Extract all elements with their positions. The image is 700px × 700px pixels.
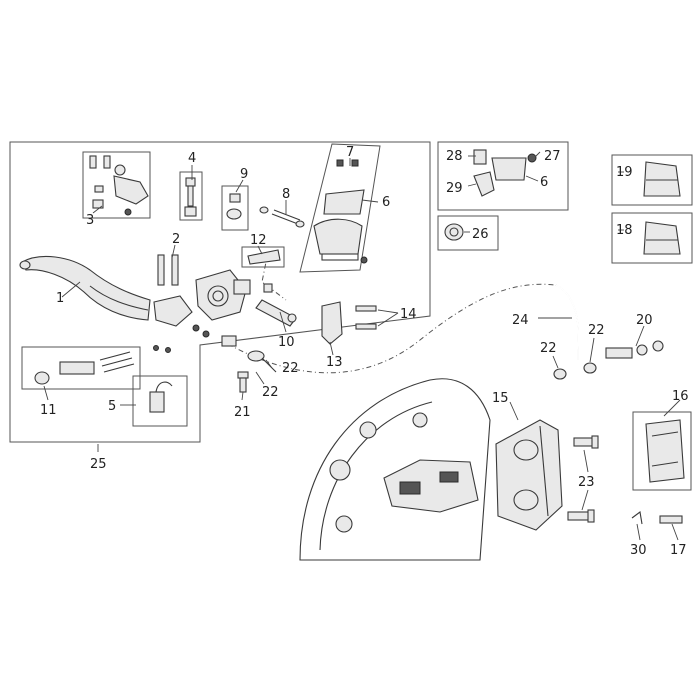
part-box-19: [611, 154, 693, 206]
callout-18: 18: [616, 223, 633, 238]
bushing-26: [444, 223, 464, 241]
lever-to-pivot-routing: [261, 251, 287, 301]
leader-lines: [43, 151, 681, 541]
brake-pads-16: [645, 419, 685, 483]
reservoir-kit-box: [437, 141, 569, 211]
seal-kit-9: [226, 193, 242, 220]
sub-box-11: [21, 346, 141, 390]
pivot-lever-10: [255, 283, 297, 327]
callout-30: 30: [630, 543, 647, 558]
callout-9: 9: [240, 167, 248, 182]
reservoir-kit-parts: [473, 149, 537, 197]
brake-hose-routing: [227, 283, 556, 374]
callout-4: 4: [188, 151, 196, 166]
callout-21: 21: [234, 405, 251, 420]
callout-20: 20: [636, 313, 653, 328]
bracket-18: [643, 221, 681, 255]
callout-23: 23: [578, 475, 595, 490]
callout-3: 3: [86, 213, 94, 228]
caliper-bolts-23: [567, 435, 599, 523]
callout-13: 13: [326, 355, 343, 370]
reservoir-6: [313, 159, 368, 264]
callout-25: 25: [90, 457, 107, 472]
switch-13: [321, 301, 343, 345]
assembly-25-outline: [9, 141, 431, 443]
sub-box-4: [179, 171, 203, 221]
sub-box-12: [241, 246, 285, 268]
callout-14: 14: [400, 307, 417, 322]
callout-15: 15: [492, 391, 509, 406]
piston-set-11: [34, 351, 135, 385]
callout-22-upper: 22: [282, 361, 299, 376]
brake-lever: [19, 255, 151, 321]
fitting-20: [605, 340, 664, 359]
callout-27: 27: [544, 149, 561, 164]
callout-8: 8: [282, 187, 290, 202]
brake-caliper-15: [495, 419, 563, 531]
part-box-18: [611, 212, 693, 264]
sub-box-5: [132, 375, 188, 427]
brake-hose-24: [555, 284, 579, 360]
screw-set-3: [89, 155, 149, 216]
washers-22-right: [553, 362, 597, 380]
callout-22-hose-right: 22: [588, 323, 605, 338]
spring-8: [259, 206, 305, 228]
brake-pads-box: [632, 411, 692, 491]
callout-5: 5: [108, 399, 116, 414]
callout-29: 29: [446, 181, 463, 196]
pad-clip-30: [631, 511, 643, 525]
bolt-4: [184, 177, 197, 217]
brake-disc: [299, 378, 491, 561]
bracket-19: [643, 161, 681, 197]
brake-switch-5: [149, 381, 173, 413]
caliper-bracket: [383, 459, 479, 513]
callout-6-reservoir: 6: [382, 195, 390, 210]
callout-22-lower: 22: [262, 385, 279, 400]
callout-1: 1: [56, 291, 64, 306]
master-cylinder-body: [153, 269, 251, 353]
callout-7: 7: [346, 145, 354, 160]
callout-10: 10: [278, 335, 295, 350]
banjo-bolt-21: [237, 371, 249, 393]
pad-pin-17: [659, 515, 683, 524]
callout-19: 19: [616, 165, 633, 180]
screws-2: [157, 254, 179, 286]
callout-12: 12: [250, 233, 267, 248]
screws-14: [355, 305, 377, 330]
callout-26: 26: [472, 227, 489, 242]
callout-22-hose-left: 22: [540, 341, 557, 356]
sub-box-3: [82, 151, 151, 219]
bushing-26-box: [437, 215, 499, 251]
callout-11: 11: [40, 403, 57, 418]
brake-hose-24-inner: [555, 284, 580, 360]
adjuster-12: [247, 249, 281, 265]
callout-17: 17: [670, 543, 687, 558]
sub-box-9: [221, 185, 249, 231]
callout-24: 24: [512, 313, 529, 328]
callout-6-kit: 6: [540, 175, 548, 190]
sub-box-7: [299, 143, 381, 273]
banjo-fitting-22: [247, 350, 277, 373]
callout-2: 2: [172, 232, 180, 247]
callout-28: 28: [446, 149, 463, 164]
callout-16: 16: [672, 389, 689, 404]
